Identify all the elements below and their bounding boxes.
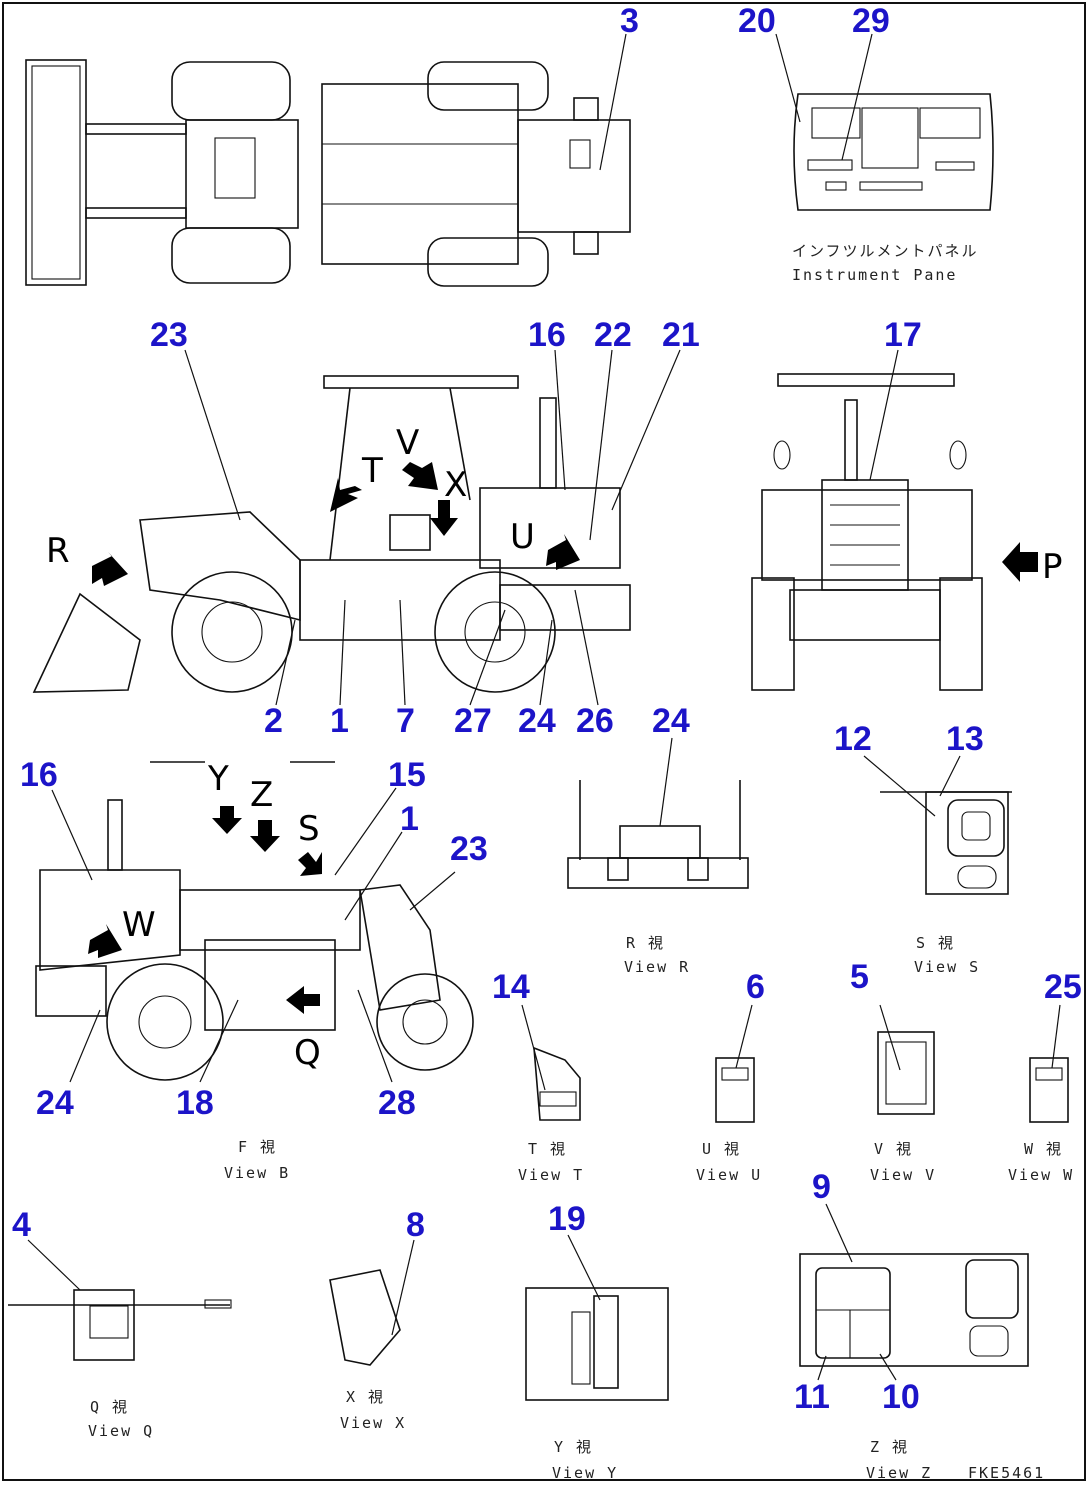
view-s-drawing (880, 791, 1012, 895)
callout-side-7: 7 (396, 702, 415, 740)
letter-z: Z (250, 775, 273, 815)
callout-side-21: 21 (662, 316, 700, 354)
letter-t: T (361, 451, 383, 491)
callout-left-16: 16 (20, 756, 58, 794)
caption-view-b-en: View B (224, 1164, 290, 1182)
callout-viewz-9: 9 (812, 1168, 831, 1206)
callout-viewv-5: 5 (850, 958, 869, 996)
arrow-z (250, 820, 280, 852)
callout-left-24: 24 (36, 1084, 74, 1122)
view-r-drawing (567, 780, 749, 889)
arrow-y (212, 806, 242, 834)
instrument-panel-drawing (793, 93, 994, 211)
arrow-w (88, 924, 122, 958)
caption-view-z-jp: Z 視 (870, 1438, 909, 1456)
callout-side-27: 27 (454, 702, 492, 740)
caption-view-t-en: View T (518, 1166, 584, 1184)
left-view-drawing (35, 761, 474, 1081)
view-arrows (88, 462, 1038, 1014)
callout-side-24: 24 (518, 702, 556, 740)
callout-rear-17: 17 (884, 316, 922, 354)
callout-viewz-11: 11 (794, 1378, 830, 1416)
letter-y: Y (207, 759, 229, 799)
rear-view-drawing (751, 373, 983, 691)
side-view-drawing (32, 375, 631, 693)
caption-view-x-jp: X 視 (346, 1388, 385, 1406)
callout-views-12: 12 (834, 720, 872, 758)
caption-view-q-en: View Q (88, 1422, 154, 1440)
caption-view-q-jp: Q 視 (90, 1398, 129, 1416)
caption-view-s-jp: S 視 (916, 934, 955, 952)
callout-viewy-19: 19 (548, 1200, 586, 1238)
view-captions: インフツルメントパネル Instrument Pane F 視 View B R… (88, 242, 1074, 1482)
callout-viewt-14: 14 (492, 968, 530, 1006)
caption-view-s-en: View S (914, 958, 980, 976)
callout-left-15: 15 (388, 756, 426, 794)
letter-v: V (396, 423, 419, 463)
views-qxyz-drawing (8, 1253, 1029, 1401)
views-tuvw-drawing (533, 1031, 1069, 1123)
caption-view-b-jp: F 視 (238, 1138, 277, 1156)
callout-left-1: 1 (400, 800, 419, 838)
callout-viewu-6: 6 (746, 968, 765, 1006)
letter-p: P (1042, 547, 1063, 587)
arrow-p (1002, 542, 1038, 582)
caption-view-v-jp: V 視 (874, 1140, 913, 1158)
view-letters: R T V X U P Y Z S W Q (46, 423, 1063, 1073)
caption-view-u-jp: U 視 (702, 1140, 741, 1158)
callout-viewz-10: 10 (882, 1378, 920, 1416)
caption-view-y-jp: Y 視 (554, 1438, 593, 1456)
callout-viewq-4: 4 (12, 1206, 31, 1244)
caption-view-r-en: View R (624, 958, 690, 976)
caption-view-t-jp: T 視 (528, 1140, 567, 1158)
letter-q: Q (294, 1033, 321, 1073)
callout-views-13: 13 (946, 720, 984, 758)
arrow-s (298, 852, 322, 876)
arrow-x (430, 500, 458, 536)
callout-side-2: 2 (264, 702, 283, 740)
caption-instrument-jp: インフツルメントパネル (792, 242, 979, 260)
callout-left-28: 28 (378, 1084, 416, 1122)
callout-side-1: 1 (330, 702, 349, 740)
caption-view-w-en: View W (1008, 1166, 1074, 1184)
arrow-v (402, 462, 438, 490)
top-view-drawing (25, 59, 631, 287)
caption-view-w-jp: W 視 (1024, 1140, 1063, 1158)
callout-left-23: 23 (450, 830, 488, 868)
callout-side-26: 26 (576, 702, 614, 740)
leader-lines (27, 33, 1061, 1381)
letter-x: X (444, 465, 467, 505)
arrow-t (330, 478, 362, 512)
callout-viewx-8: 8 (406, 1206, 425, 1244)
callout-side-23: 23 (150, 316, 188, 354)
arrow-u (546, 534, 580, 570)
caption-view-z-en: View Z (866, 1464, 932, 1482)
callout-side-22: 22 (594, 316, 632, 354)
letter-u: U (510, 517, 535, 557)
caption-view-u-en: View U (696, 1166, 762, 1184)
callout-numbers: 3 20 29 23 16 22 21 2 1 7 27 24 26 17 16… (12, 2, 1082, 1416)
caption-view-y-en: View Y (552, 1464, 618, 1482)
arrow-r (92, 552, 128, 586)
drawing-number: FKE5461 (968, 1464, 1045, 1482)
caption-view-r-jp: R 視 (626, 934, 665, 952)
callout-viewr-24: 24 (652, 702, 690, 740)
callout-side-16: 16 (528, 316, 566, 354)
caption-instrument-en: Instrument Pane (792, 266, 957, 284)
arrow-q (286, 986, 320, 1014)
letter-s: S (298, 809, 320, 849)
letter-w: W (122, 905, 156, 945)
letter-r: R (46, 531, 70, 571)
callout-left-18: 18 (176, 1084, 214, 1122)
callout-ip-29: 29 (852, 2, 890, 40)
caption-view-v-en: View V (870, 1166, 936, 1184)
caption-view-x-en: View X (340, 1414, 406, 1432)
callout-ip-20: 20 (738, 2, 776, 40)
callout-vieww-25: 25 (1044, 968, 1082, 1006)
callout-top-3: 3 (620, 2, 639, 40)
